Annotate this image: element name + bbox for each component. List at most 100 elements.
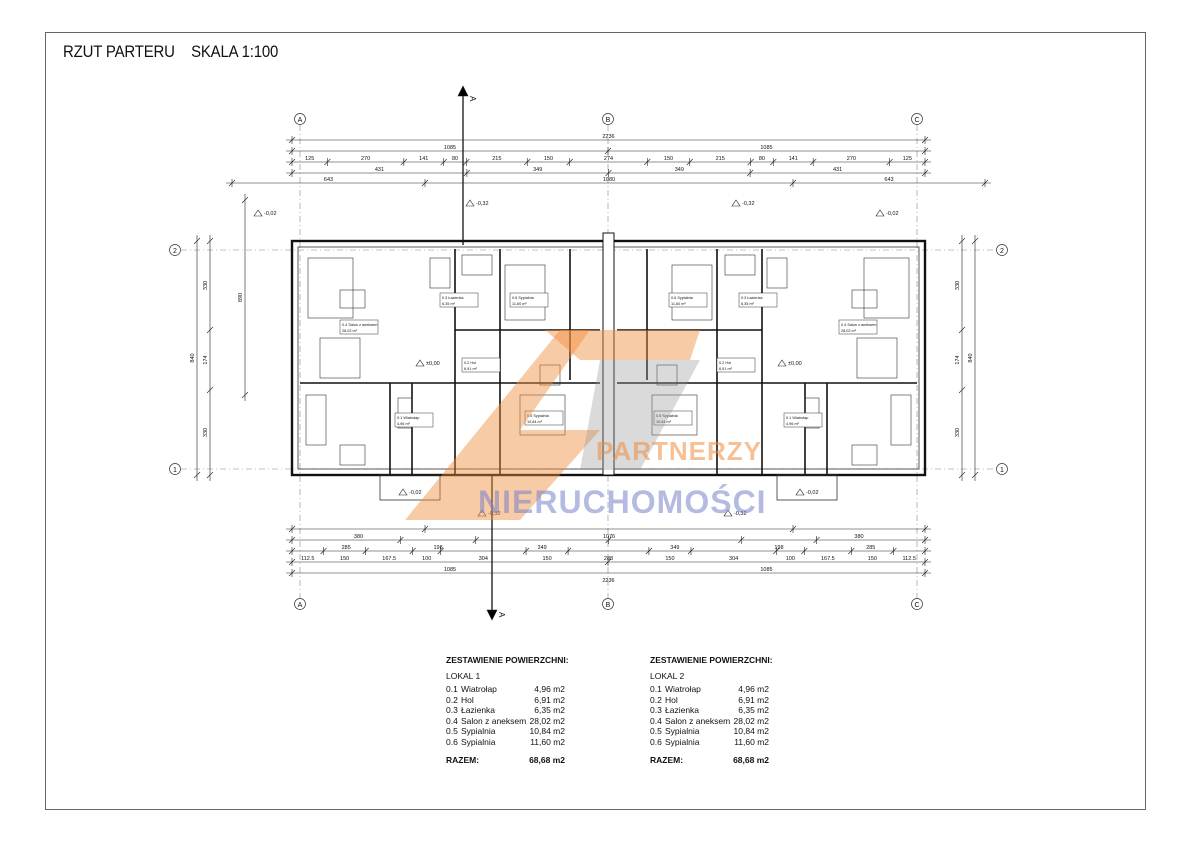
row-num: 0.4 — [446, 715, 458, 726]
level-marker-label: -0,02 — [806, 490, 819, 496]
row-area: 6,91 m2 — [738, 694, 769, 705]
dim-right-sections-tick — [958, 237, 966, 245]
dim-left-sections-label: 174 — [203, 355, 209, 364]
dim-top-row4-label: 349 — [675, 167, 684, 173]
toilet — [766, 257, 788, 289]
room-tag-area: 11,60 m² — [512, 302, 527, 306]
room-tag-name: 0.4 Salon z aneksem — [342, 323, 377, 327]
room-tag-name: 0.4 Salon z aneksem — [841, 323, 876, 327]
room-tag-name: 0.5 Sypialnia — [656, 414, 679, 418]
dim-top-row5-label: 1080 — [603, 177, 615, 183]
dim-bottom-row1-label: 100 — [786, 556, 795, 562]
row-area: 4,96 m2 — [534, 684, 565, 694]
level-marker-icon — [723, 509, 733, 517]
row-name: Sypialnia — [665, 736, 700, 747]
row-area: 6,35 m2 — [738, 705, 769, 715]
stove — [851, 444, 878, 466]
dim-bottom-row2-label: 198 — [433, 545, 442, 551]
kitchen-counter — [890, 394, 912, 446]
stairs — [656, 364, 678, 386]
room-tag-box — [394, 412, 434, 428]
section-label-bottom: A — [497, 612, 506, 618]
row-name: Łazienka — [461, 705, 496, 715]
dim-bottom-row2-label: 349 — [670, 545, 679, 551]
dim-left-upper-tick — [241, 196, 249, 204]
summary-total: RAZEM:68,68 m2 — [650, 755, 773, 766]
room-tag-name: 0.3 Łazienka — [442, 296, 464, 300]
dim-bottom-row3-label: 380 — [354, 534, 363, 540]
furniture — [305, 254, 912, 466]
row-num: 0.4 — [650, 715, 662, 726]
dim-top-half-label: 1085 — [760, 145, 772, 151]
dim-bottom-row1-label: 304 — [479, 556, 488, 562]
level-marker-label: ±0,00 — [788, 361, 802, 367]
dim-bottom-row2-label: 285 — [342, 545, 351, 551]
room-tag-box — [716, 357, 756, 373]
dim-bottom-row1-label: 150 — [868, 556, 877, 562]
axis-a-bottom-circle — [294, 598, 306, 610]
room-tag-name: 0.3 Łazienka — [741, 296, 763, 300]
axis-2-right: 2 — [1000, 248, 1004, 255]
level-marker-icon — [477, 509, 487, 517]
dim-bottom-row1-label: 150 — [542, 556, 551, 562]
dim-left-sections-tick — [206, 326, 214, 334]
dim-bottom-half-label: 1085 — [760, 567, 772, 573]
total-label: RAZEM: — [650, 755, 684, 765]
row-num: 0.1 — [446, 684, 458, 694]
stove — [339, 444, 366, 466]
room-tag-box — [439, 292, 479, 308]
dim-top-row3-label: 274 — [604, 156, 613, 162]
dim-bottom-overall-label: 2236 — [602, 578, 614, 584]
room-tag-name: 0.1 Wiatrołap — [397, 416, 419, 420]
dim-top-row3-label: 150 — [664, 156, 673, 162]
row-name: Sypialnia — [665, 726, 700, 736]
total-label: RAZEM: — [446, 755, 480, 765]
dim-top-overall-label: 2236 — [602, 134, 614, 140]
room-tag-area: 6,91 m² — [719, 367, 733, 371]
row-num: 0.5 — [446, 726, 458, 736]
section-label-top: A — [468, 96, 477, 102]
bed — [651, 394, 698, 436]
axis-c-bottom-circle — [911, 598, 923, 610]
dim-left-sections-label: 330 — [203, 281, 209, 290]
level-marker-icon — [795, 488, 805, 496]
axis-a-top-circle — [294, 113, 306, 125]
room-tag-name: 0.6 Sypialnia — [512, 296, 535, 300]
row-name: Wiatrołap — [665, 684, 701, 694]
room-tag-name: 0.5 Sypialnia — [527, 414, 550, 418]
axis-b-bottom: B — [606, 602, 611, 609]
plan-scale: SKALA 1:100 — [191, 42, 279, 61]
level-marker-icon — [731, 199, 741, 207]
sofa — [863, 257, 910, 319]
level-marker-icon — [253, 209, 263, 217]
axis-b-top-circle — [602, 113, 614, 125]
row-area: 11,60 m2 — [734, 736, 769, 747]
dim-right-sections-label: 330 — [955, 428, 961, 437]
level-marker-label: -0,02 — [886, 211, 899, 217]
row-name: Łazienka — [665, 705, 700, 715]
entrance-step — [379, 474, 441, 501]
party-wall — [602, 232, 615, 476]
level-marker-icon — [465, 199, 475, 207]
room-tag-box — [838, 319, 878, 335]
toilet — [429, 257, 451, 289]
dim-left-sections-tick — [206, 471, 214, 479]
dim-left-overall-tick — [193, 237, 201, 245]
room-tag-area: 11,60 m² — [671, 302, 686, 306]
dim-bottom-half-label: 1085 — [444, 567, 456, 573]
dim-bottom-row1-label: 167.5 — [382, 556, 396, 562]
row-num: 0.2 — [446, 694, 458, 705]
dim-right-sections-tick — [958, 326, 966, 334]
axis-2-left-circle — [169, 244, 181, 256]
dim-top-row3-label: 215 — [716, 156, 725, 162]
room-tag-area: 6,91 m² — [464, 367, 478, 371]
summary-lokal: LOKAL 1 — [446, 670, 481, 681]
